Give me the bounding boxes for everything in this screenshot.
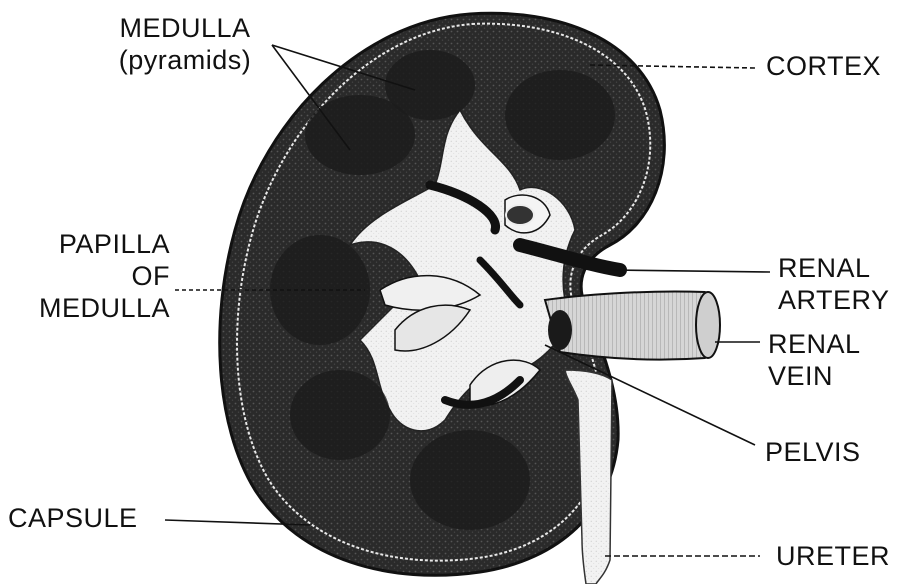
label-papilla-line2: OF [10, 260, 170, 292]
label-cortex-text: CORTEX [766, 50, 881, 82]
label-renal-artery-line2: ARTERY [778, 284, 890, 316]
vessel-cross-section [506, 205, 534, 225]
label-pelvis: PELVIS [765, 436, 861, 468]
label-renal-vein-line1: RENAL [768, 328, 861, 360]
label-medulla-line1: MEDULLA [100, 12, 270, 44]
label-capsule: CAPSULE [8, 502, 138, 534]
leader-renal-artery [610, 270, 770, 272]
label-renal-artery: RENAL ARTERY [778, 252, 890, 316]
label-renal-vein: RENAL VEIN [768, 328, 861, 392]
label-medulla-line2: (pyramids) [100, 44, 270, 76]
pyramid-3 [505, 70, 615, 160]
label-medulla: MEDULLA (pyramids) [100, 12, 270, 76]
label-capsule-text: CAPSULE [8, 502, 138, 534]
label-papilla-of-medulla: PAPILLA OF MEDULLA [10, 228, 170, 324]
pyramid-4 [270, 235, 370, 345]
label-ureter: URETER [776, 540, 890, 572]
label-ureter-text: URETER [776, 540, 890, 572]
label-renal-artery-line1: RENAL [778, 252, 890, 284]
label-pelvis-text: PELVIS [765, 436, 861, 468]
renal-vein-opening [548, 310, 572, 350]
label-cortex: CORTEX [766, 50, 881, 82]
pyramid-6 [410, 430, 530, 530]
label-renal-vein-line2: VEIN [768, 360, 861, 392]
label-papilla-line1: PAPILLA [10, 228, 170, 260]
label-papilla-line3: MEDULLA [10, 292, 170, 324]
pyramid-5 [290, 370, 390, 460]
renal-vein-end [696, 292, 720, 358]
